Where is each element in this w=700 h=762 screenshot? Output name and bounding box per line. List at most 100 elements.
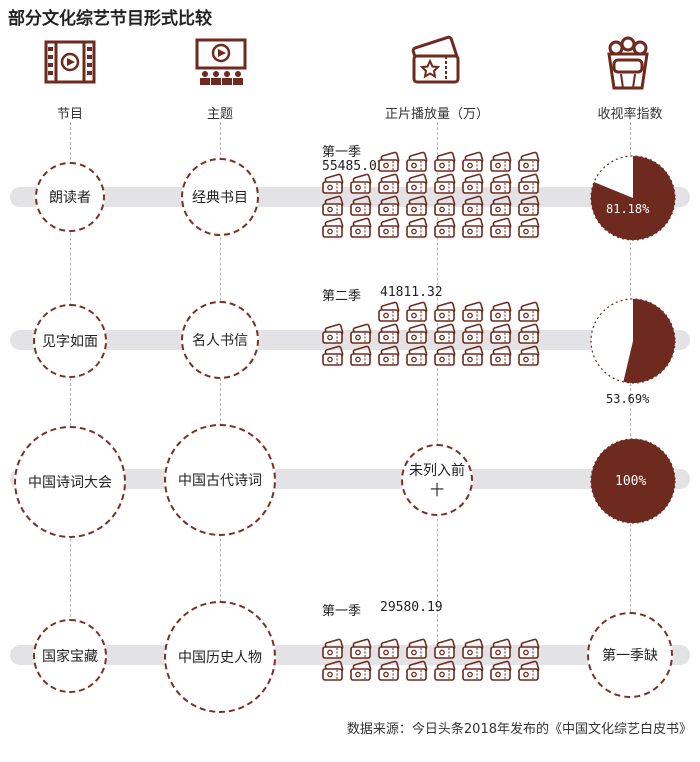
program-circle: 见字如面: [33, 304, 107, 378]
theme-circle: 经典书目: [181, 158, 259, 236]
ticket-mark: [378, 195, 400, 216]
ticket-mark: [378, 173, 400, 194]
film-reel-icon: [44, 40, 96, 84]
ticket-mark: [434, 151, 456, 172]
ticket-mark: [378, 301, 400, 322]
theme-name: 经典书目: [192, 190, 248, 206]
ticket-mark: [322, 217, 344, 238]
connector-program: [70, 122, 71, 642]
ticket-mark: [406, 173, 428, 194]
pie-chart: [590, 298, 676, 384]
ticket-mark: [462, 173, 484, 194]
ticket-pictogram: [322, 151, 540, 238]
pie-chart: [590, 155, 676, 241]
ticket-mark: [490, 301, 512, 322]
ticket-mark: [518, 173, 540, 194]
ticket-mark: [518, 217, 540, 238]
ticket-mark: [350, 660, 372, 681]
ticket-mark: [350, 195, 372, 216]
ticket-mark: [406, 323, 428, 344]
ticket-mark: [490, 638, 512, 659]
ticket-mark: [350, 217, 372, 238]
theme-name: 中国古代诗词: [178, 473, 262, 489]
connector-theme: [220, 122, 221, 642]
ticket-mark: [462, 195, 484, 216]
program-circle: 中国诗词大会: [14, 426, 126, 538]
ticket-mark: [490, 151, 512, 172]
ticket-mark: [490, 173, 512, 194]
ticket-mark: [378, 217, 400, 238]
ticket-mark: [490, 345, 512, 366]
ticket-mark: [322, 323, 344, 344]
ticket-grid: [321, 151, 547, 242]
ticket-mark: [518, 660, 540, 681]
ticket-mark: [518, 301, 540, 322]
views-value: 29580.19: [380, 600, 443, 615]
ticket-mark: [434, 217, 456, 238]
ticket-mark: [322, 173, 344, 194]
pie-chart: [590, 438, 676, 524]
ticket-mark: [434, 195, 456, 216]
ticket-mark: [462, 301, 484, 322]
rating-missing-circle: 第一季缺: [587, 612, 673, 698]
ticket-mark: [434, 323, 456, 344]
ticket-mark: [322, 638, 344, 659]
source-note: 数据来源：今日头条2018年发布的《中国文化综艺白皮书》: [346, 722, 692, 737]
ticket-mark: [322, 660, 344, 681]
ticket-mark: [322, 195, 344, 216]
popcorn-icon: [607, 36, 649, 90]
theme-circle: 中国历史人物: [164, 601, 276, 713]
ticket-mark: [350, 323, 372, 344]
ticket-mark: [406, 151, 428, 172]
ticket-mark: [434, 660, 456, 681]
views-circle: 未列入前十: [401, 444, 473, 516]
header-theme: 主题: [206, 107, 234, 122]
rating-value: 100%: [615, 474, 647, 489]
rating-pie: [590, 298, 676, 384]
ticket-grid: [321, 638, 547, 685]
rating-value: 81.18%: [606, 202, 650, 216]
views-value: 41811.32: [380, 285, 443, 300]
ticket-mark: [490, 217, 512, 238]
rating-value: 53.69%: [606, 392, 650, 406]
ticket-mark: [406, 301, 428, 322]
ticket-mark: [518, 195, 540, 216]
ticket-mark: [406, 217, 428, 238]
ticket-mark: [350, 345, 372, 366]
season-label: 第二季: [322, 289, 362, 304]
ticket-mark: [490, 660, 512, 681]
rating-pie: [590, 155, 676, 241]
ticket-mark: [406, 638, 428, 659]
ticket-mark: [462, 638, 484, 659]
ticket-mark: [462, 660, 484, 681]
page-title: 部分文化综艺节目形式比较: [8, 9, 212, 29]
theme-name: 中国历史人物: [178, 650, 262, 666]
ticket-pictogram: [322, 301, 540, 366]
season-label: 第一季: [322, 145, 362, 160]
ticket-mark: [518, 323, 540, 344]
ticket-mark: [434, 301, 456, 322]
cinema-audience-icon: [195, 38, 247, 85]
ticket-pictogram: [322, 638, 540, 681]
theme-circle: 中国古代诗词: [164, 424, 276, 536]
ticket-mark: [406, 660, 428, 681]
program-circle: 朗读者: [35, 162, 105, 232]
ticket-mark: [462, 345, 484, 366]
ticket-mark: [350, 173, 372, 194]
ticket-mark: [434, 638, 456, 659]
ticket-mark: [518, 638, 540, 659]
ticket-mark: [406, 195, 428, 216]
program-circle: 国家宝藏: [33, 619, 107, 693]
theme-name: 名人书信: [192, 333, 248, 349]
ticket-grid: [321, 301, 547, 370]
ticket-mark: [378, 151, 400, 172]
ticket-mark: [518, 151, 540, 172]
rating-pie: [590, 438, 676, 524]
pie-slice: [623, 299, 675, 383]
ticket-mark: [378, 660, 400, 681]
pie-slice: [591, 439, 675, 523]
pie-slice: [591, 156, 676, 240]
program-name: 见字如面: [42, 334, 98, 350]
ticket-mark: [350, 638, 372, 659]
connector-views: [437, 122, 438, 642]
